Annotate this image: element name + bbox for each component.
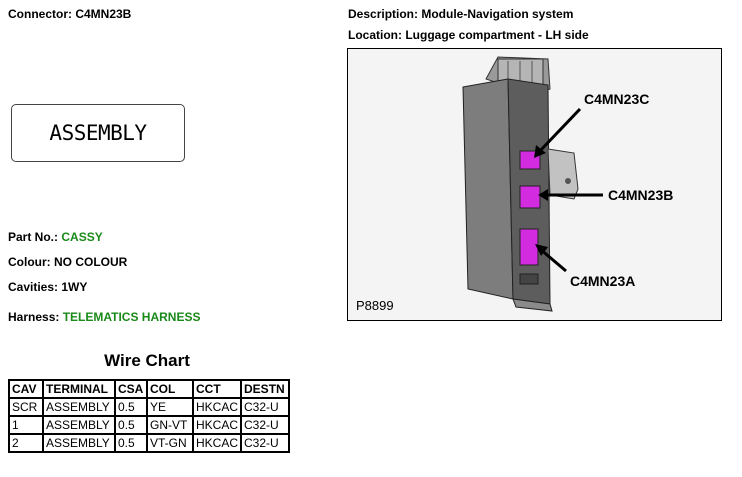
cell-cct: HKCAC [191, 433, 243, 453]
cell-csa: 0.5 [114, 433, 148, 453]
callout-c4mn23c: C4MN23C [584, 91, 650, 107]
cell-cct: HKCAC [191, 397, 243, 417]
cell-cav: 1 [8, 415, 44, 435]
part-number-value: CASSY [61, 230, 103, 244]
location-photo: C4MN23C C4MN23B C4MN23A P8899 [347, 48, 722, 321]
col-header-col: COL [146, 379, 194, 399]
cell-cct: HKCAC [191, 415, 243, 435]
cell-col: GN-VT [146, 415, 194, 435]
cell-destn: C32-U [240, 415, 291, 435]
callout-c4mn23b: C4MN23B [608, 187, 674, 203]
cell-cav: SCR [8, 397, 44, 417]
cell-csa: 0.5 [114, 415, 148, 435]
col-header-destn: DESTN [240, 379, 291, 399]
module-illustration [462, 56, 603, 312]
table-row: SCR ASSEMBLY 0.5 YE HKCAC C32-U [8, 397, 291, 417]
col-header-cav: CAV [8, 379, 44, 399]
wire-chart-table: CAV TERMINAL CSA COL CCT DESTN SCR ASSEM… [8, 379, 291, 453]
connector-id: Connector: C4MN23B [8, 7, 132, 21]
part-number: Part No.: CASSY [8, 230, 103, 244]
cell-cav: 2 [8, 433, 44, 453]
description: Description: Module-Navigation system [348, 7, 574, 21]
connector-b-shape [519, 185, 541, 209]
table-row: 2 ASSEMBLY 0.5 VT-GN HKCAC C32-U [8, 433, 291, 453]
cell-terminal: ASSEMBLY [42, 433, 116, 453]
harness: Harness: TELEMATICS HARNESS [8, 310, 201, 324]
col-header-cct: CCT [191, 379, 243, 399]
wire-chart-title: Wire Chart [104, 351, 190, 370]
location: Location: Luggage compartment - LH side [348, 28, 589, 42]
part-number-label: Part No.: [8, 230, 59, 244]
connector-a-shape [519, 228, 539, 266]
colour: Colour: NO COLOUR [8, 255, 128, 269]
cell-terminal: ASSEMBLY [42, 415, 116, 435]
cell-destn: C32-U [240, 397, 291, 417]
assembly-box: ASSEMBLY [11, 104, 185, 162]
col-header-csa: CSA [114, 379, 148, 399]
assembly-label: ASSEMBLY [49, 121, 147, 145]
table-header-row: CAV TERMINAL CSA COL CCT DESTN [8, 379, 291, 399]
table-row: 1 ASSEMBLY 0.5 GN-VT HKCAC C32-U [8, 415, 291, 435]
cell-destn: C32-U [240, 433, 291, 453]
harness-value: TELEMATICS HARNESS [62, 310, 201, 324]
cell-col: VT-GN [146, 433, 194, 453]
callout-c4mn23a: C4MN23A [570, 273, 636, 289]
cavities: Cavities: 1WY [8, 280, 88, 294]
cell-terminal: ASSEMBLY [42, 397, 116, 417]
cell-csa: 0.5 [114, 397, 148, 417]
picture-number: P8899 [356, 298, 394, 313]
col-header-terminal: TERMINAL [42, 379, 116, 399]
cell-col: YE [146, 397, 194, 417]
harness-label: Harness: [8, 310, 60, 324]
